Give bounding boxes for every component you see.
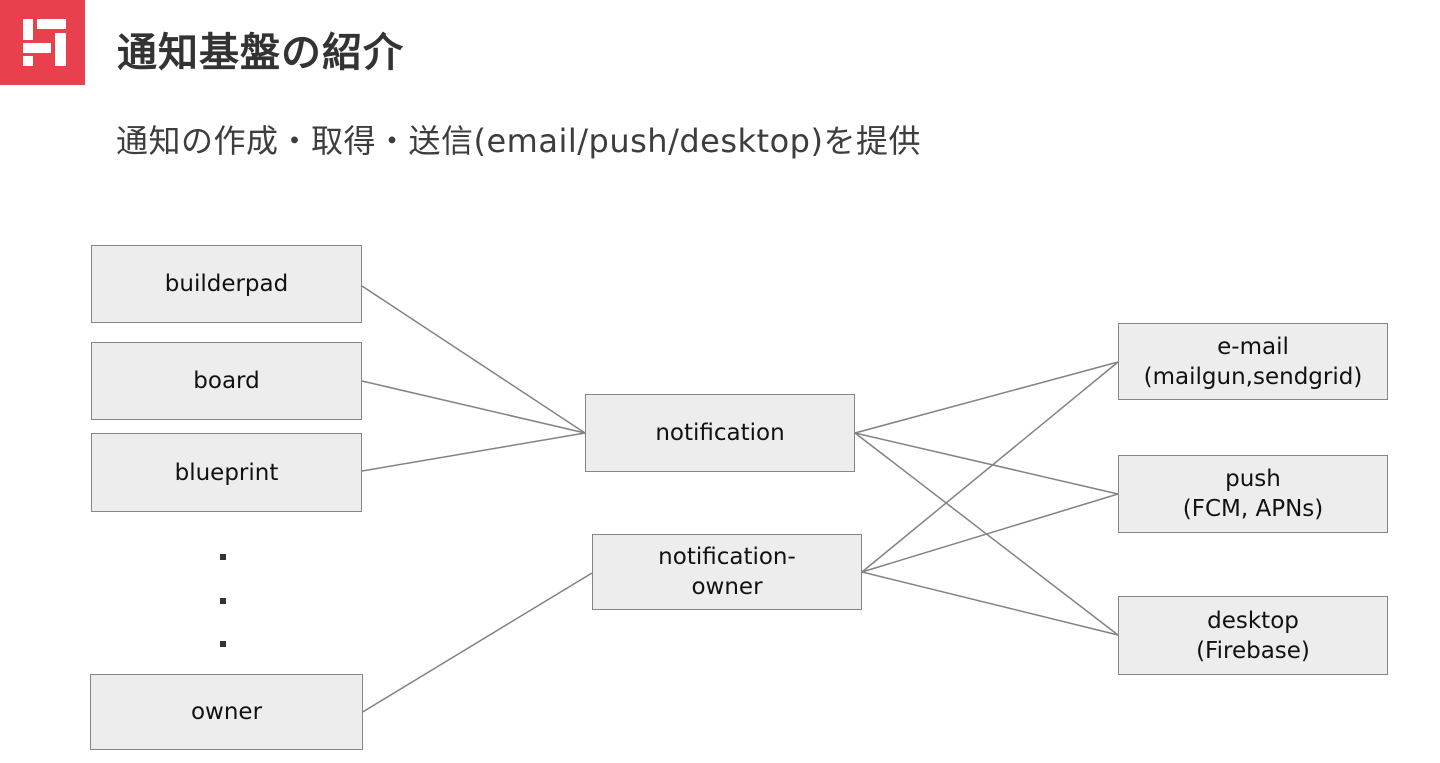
node-label: e-mail xyxy=(1217,333,1289,360)
page-title: 通知基盤の紹介 xyxy=(117,30,404,76)
logo-glyph-segment xyxy=(23,43,51,53)
edge-notification-owner-email xyxy=(861,361,1119,573)
node-label: push xyxy=(1225,466,1281,492)
node-owner: owner xyxy=(90,674,363,750)
ellipsis-dot xyxy=(220,554,226,560)
node-label: builderpad xyxy=(164,271,289,297)
node-label: notification xyxy=(655,420,785,446)
logo-glyph-segment xyxy=(55,33,66,66)
edge-builderpad-notification xyxy=(361,285,586,434)
node-label: desktop xyxy=(1207,607,1299,634)
edge-blueprint-notification xyxy=(361,432,586,472)
node-board: board xyxy=(91,342,362,420)
node-label: blueprint xyxy=(174,459,279,486)
edge-notification-owner-push xyxy=(861,493,1119,573)
logo-glyph-segment xyxy=(37,19,66,29)
node-builderpad: builderpad xyxy=(91,245,362,323)
edge-notification-push xyxy=(854,432,1119,495)
node-sublabel: (mailgun,sendgrid) xyxy=(1143,363,1363,390)
node-label: owner xyxy=(691,574,763,600)
node-label: board xyxy=(193,368,260,394)
node-sublabel: (Firebase) xyxy=(1196,637,1310,664)
node-blueprint: blueprint xyxy=(91,433,362,512)
company-logo-icon xyxy=(0,0,85,85)
edge-owner-notification-owner xyxy=(360,572,593,714)
node-label: owner xyxy=(190,699,263,725)
node-notification: notification xyxy=(585,394,855,472)
edge-notification-email xyxy=(854,361,1119,434)
node-email: e-mail (mailgun,sendgrid) xyxy=(1118,323,1388,400)
node-sublabel: (FCM, APNs) xyxy=(1182,496,1324,522)
ellipsis-dot xyxy=(220,598,226,604)
edge-notification-owner-desktop xyxy=(861,571,1119,636)
edge-board-notification xyxy=(361,380,586,434)
node-push: push (FCM, APNs) xyxy=(1118,455,1388,533)
node-desktop: desktop (Firebase) xyxy=(1118,596,1388,675)
node-notification-owner: notification- owner xyxy=(592,534,862,610)
logo-glyph-segment xyxy=(23,56,33,66)
node-label: notification- xyxy=(658,544,796,570)
ellipsis-dot xyxy=(220,641,226,647)
page-subtitle: 通知の作成・取得・送信(email/push/desktop)を提供 xyxy=(116,122,921,160)
logo-glyph-segment xyxy=(23,19,33,40)
